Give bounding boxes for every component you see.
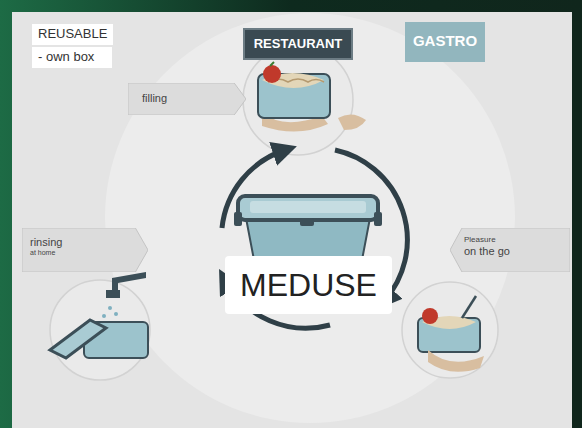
node-text: MEDUSE bbox=[225, 266, 392, 304]
header-box: GASTRO bbox=[405, 22, 485, 62]
step-label: rinsingat home bbox=[22, 228, 148, 272]
panel bbox=[12, 12, 572, 428]
on-the-go-illustration bbox=[402, 282, 498, 378]
node-text: REUSABLE bbox=[38, 26, 107, 42]
tag-box: REUSABLE bbox=[32, 24, 113, 45]
header-box: RESTAURANT bbox=[243, 28, 353, 60]
tag-box: - own box bbox=[32, 47, 112, 68]
filling-illustration bbox=[243, 45, 366, 155]
node-text: GASTRO bbox=[405, 32, 485, 50]
node-text: rinsing bbox=[30, 236, 140, 249]
rinsing-illustration bbox=[50, 272, 150, 380]
node-text: at home bbox=[30, 249, 140, 257]
backdrop-circle bbox=[105, 13, 515, 423]
arrow-label-outline bbox=[22, 228, 148, 272]
node-text: on the go bbox=[464, 245, 560, 258]
brand-box: MEDUSE bbox=[225, 256, 392, 314]
cycle-arrows bbox=[222, 150, 407, 328]
node-text: filling bbox=[142, 92, 232, 105]
step-label: filling bbox=[128, 83, 246, 115]
node-text: RESTAURANT bbox=[245, 36, 351, 52]
node-text: Pleasure bbox=[464, 235, 560, 245]
arrow-label-outline bbox=[450, 228, 570, 272]
step-label: Pleasureon the go bbox=[450, 228, 570, 272]
node-text: - own box bbox=[38, 49, 106, 65]
lunchbox-icon bbox=[234, 196, 382, 260]
arrow-label-outline bbox=[128, 83, 246, 115]
